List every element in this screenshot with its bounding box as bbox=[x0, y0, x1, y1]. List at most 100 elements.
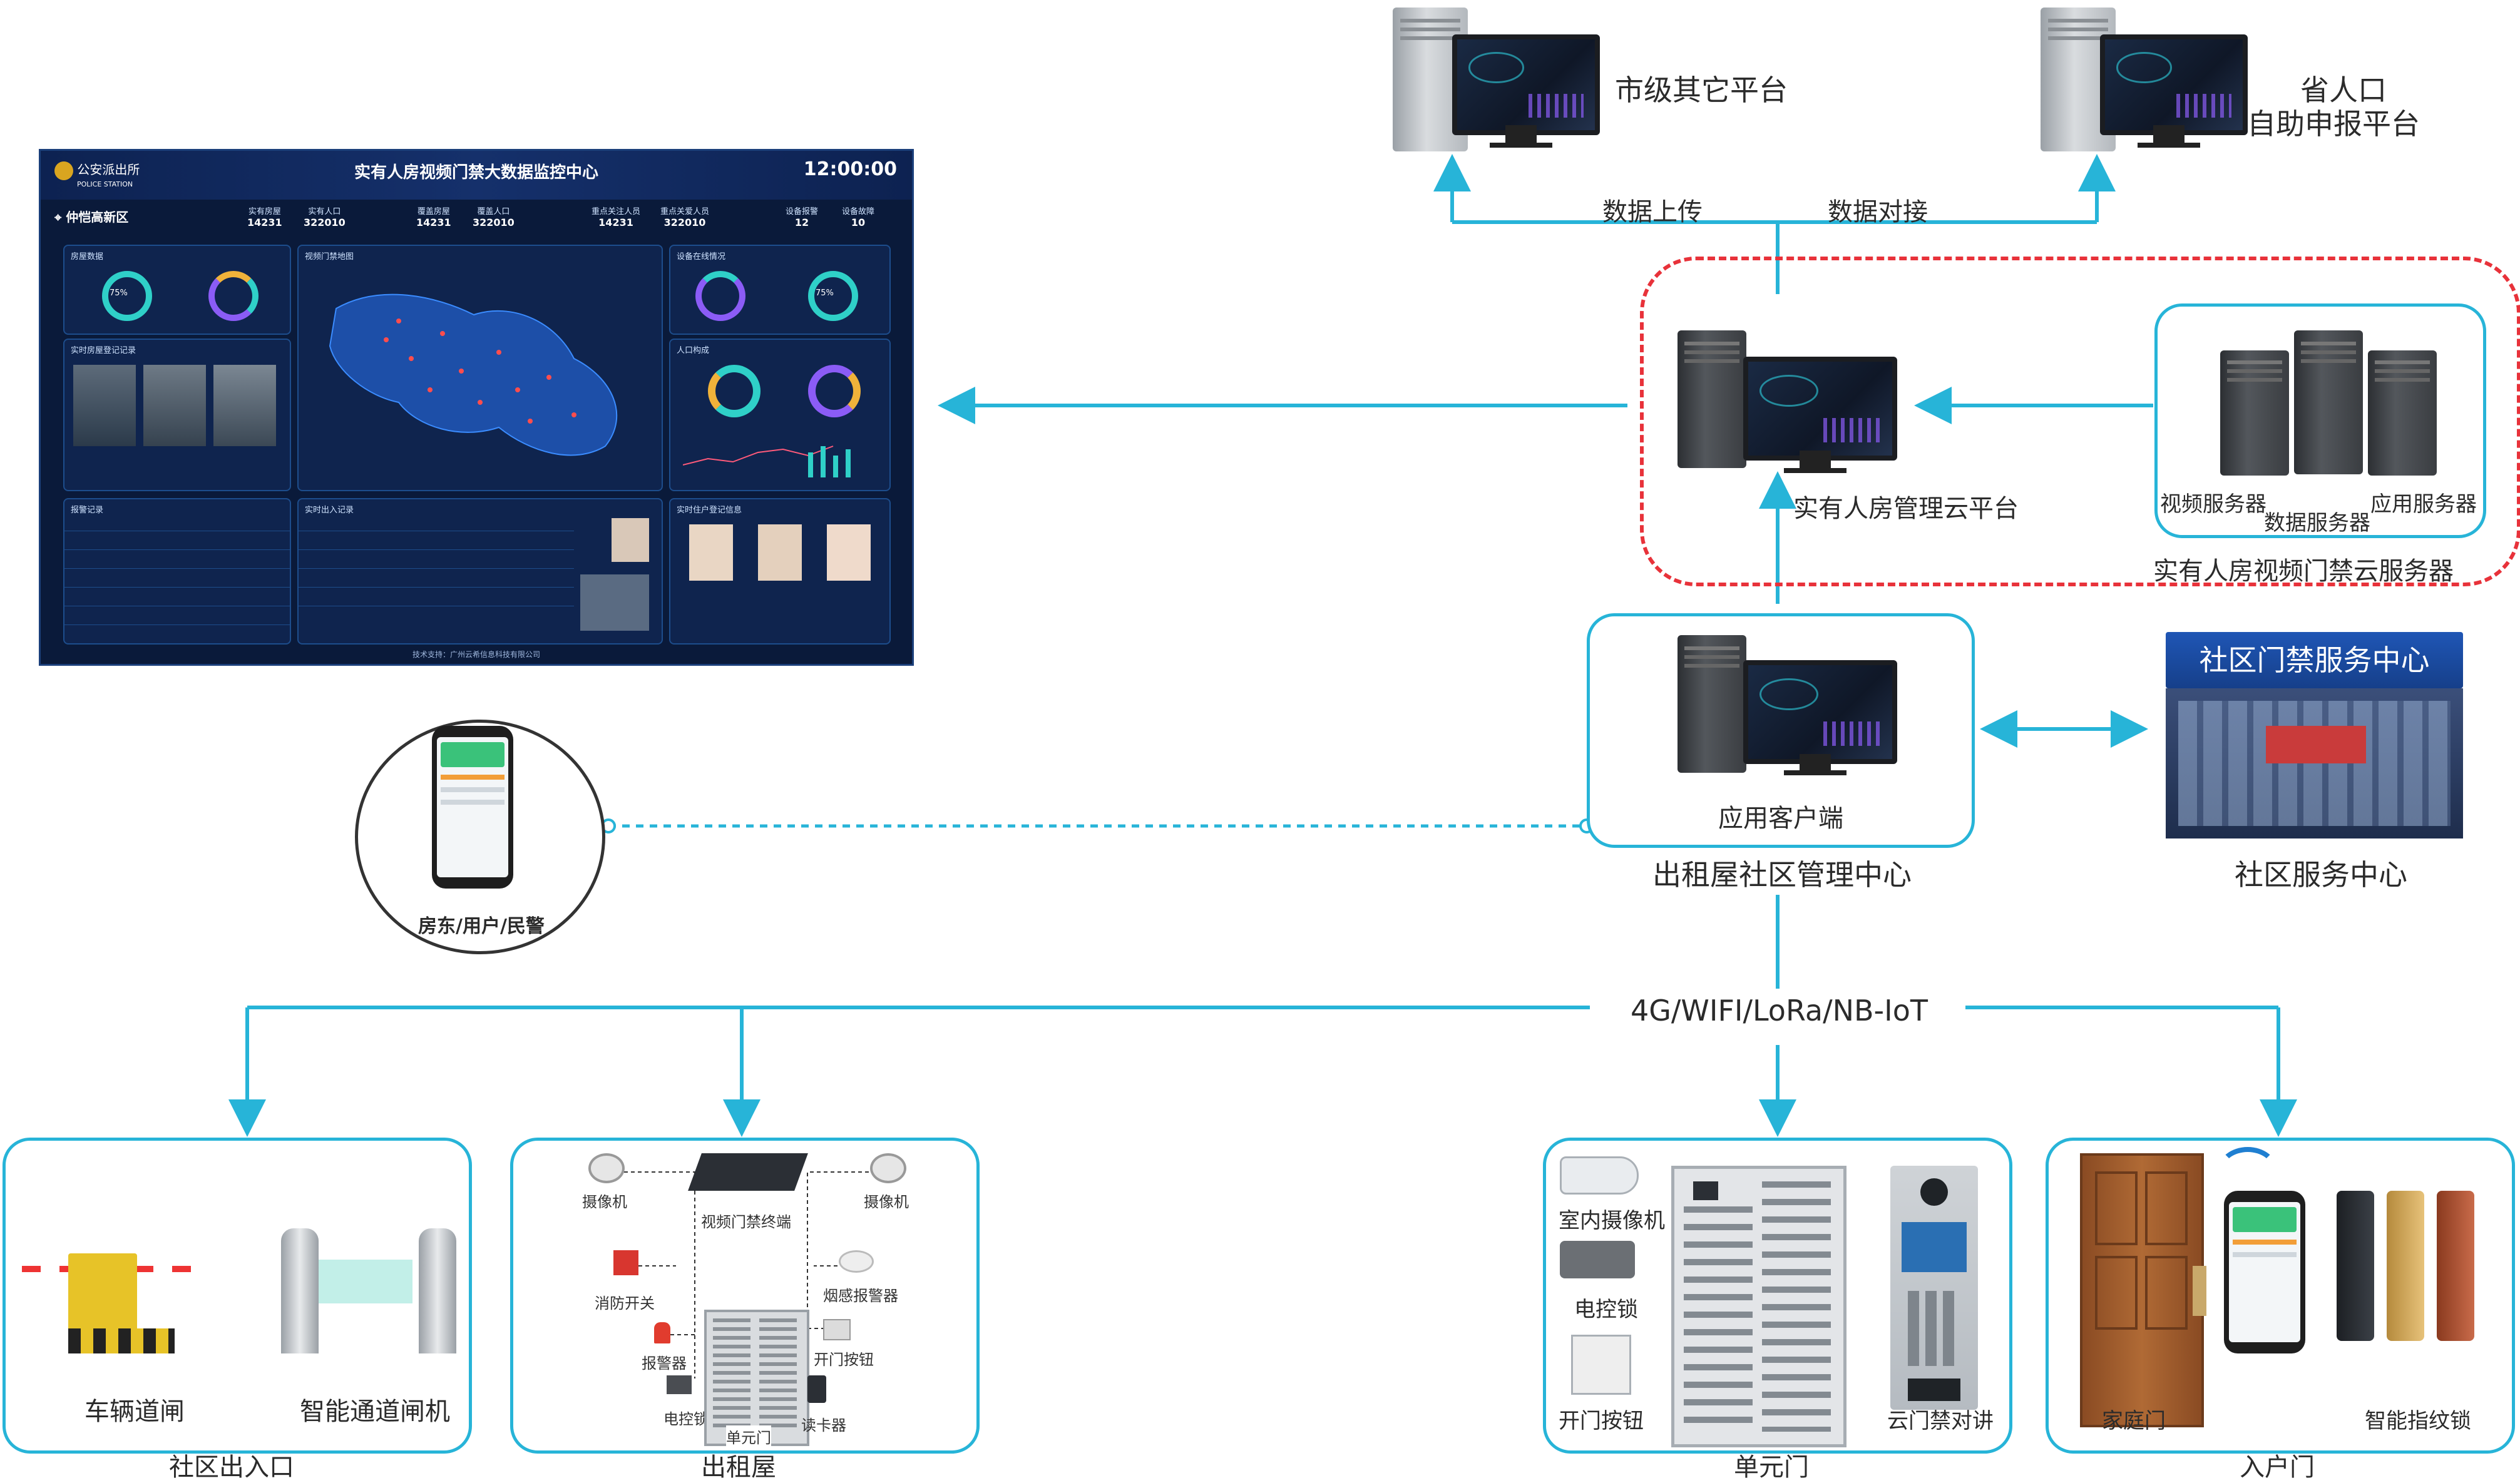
card-reader-icon bbox=[807, 1375, 826, 1403]
app-client-box: 应用客户端 bbox=[1587, 613, 1975, 848]
group-rental-house: 摄像机 视频门禁终端 摄像机 消防开关 烟感报警器 报警器 开门按钮 电控锁 单… bbox=[510, 1138, 980, 1454]
donut-chart bbox=[808, 365, 861, 417]
population-panel: 人口构成 bbox=[669, 339, 891, 491]
fire-switch-icon bbox=[613, 1250, 638, 1275]
unit-door-icon bbox=[704, 1310, 809, 1446]
dashboard-time: 12:00:00 bbox=[803, 158, 897, 180]
donut-chart bbox=[708, 365, 761, 417]
map-panel: 视频门禁地图 bbox=[297, 245, 663, 491]
housing-panel: 房屋数据 75% bbox=[63, 245, 291, 335]
data-server-label: 数据服务器 bbox=[2264, 511, 2370, 536]
exit-button-icon bbox=[823, 1319, 851, 1340]
indoor-camera-icon bbox=[1560, 1156, 1639, 1195]
province-platform-label-2: 自助申报平台 bbox=[2247, 107, 2420, 141]
service-hall-image bbox=[2166, 688, 2463, 838]
terminal-label: 视频门禁终端 bbox=[701, 1213, 791, 1231]
turnstile-icon bbox=[419, 1228, 456, 1353]
donut-chart bbox=[208, 271, 259, 321]
video-server-label: 视频服务器 bbox=[2160, 492, 2266, 517]
smoke-detector-label: 烟感报警器 bbox=[823, 1287, 898, 1305]
unit-door-label: 单元门 bbox=[726, 1425, 771, 1447]
electric-lock-icon bbox=[1560, 1241, 1635, 1278]
barrier-base-icon bbox=[68, 1328, 175, 1353]
camera-label: 摄像机 bbox=[864, 1193, 909, 1211]
camera-icon bbox=[588, 1153, 625, 1183]
donut-chart bbox=[808, 271, 858, 321]
turnstile-glass-icon bbox=[319, 1260, 412, 1303]
fingerprint-lock-icon bbox=[2337, 1191, 2374, 1341]
monitoring-dashboard: 公安派出所 POLICE STATION 实有人房视频门禁大数据监控中心 12:… bbox=[39, 149, 914, 666]
exit-button-label: 开门按钮 bbox=[1559, 1409, 1644, 1434]
dashboard-logo-text: 公安派出所 bbox=[77, 162, 140, 177]
turnstile-icon bbox=[281, 1228, 319, 1353]
management-center-label: 出租屋社区管理中心 bbox=[1652, 858, 1912, 892]
phone-icon bbox=[432, 726, 513, 889]
server-group-box: 视频服务器 数据服务器 应用服务器 bbox=[2154, 303, 2486, 538]
group-community-entrance-title: 社区出入口 bbox=[169, 1453, 294, 1482]
video-access-terminal-icon bbox=[688, 1153, 808, 1191]
building-photo bbox=[213, 365, 276, 446]
resident-photo bbox=[689, 524, 733, 581]
fingerprint-lock-label: 智能指纹锁 bbox=[2365, 1409, 2471, 1434]
line-chart bbox=[683, 446, 851, 477]
app-client-label: 应用客户端 bbox=[1718, 804, 1843, 833]
monitor-icon bbox=[1452, 34, 1600, 135]
fire-switch-label: 消防开关 bbox=[595, 1295, 655, 1312]
dashboard-title: 实有人房视频门禁大数据监控中心 bbox=[354, 163, 598, 182]
app-server-label: 应用服务器 bbox=[2370, 492, 2477, 517]
device-panel: 设备在线情况 75% bbox=[669, 245, 891, 335]
electric-lock-icon bbox=[667, 1375, 692, 1394]
police-badge-icon bbox=[54, 161, 73, 180]
camera-icon bbox=[870, 1153, 906, 1183]
indoor-camera-label: 室内摄像机 bbox=[1559, 1208, 1665, 1233]
cloud-platform-label: 实有人房管理云平台 bbox=[1793, 494, 2019, 523]
group-unit-door: 室内摄像机 电控锁 开门按钮 云门禁对讲 bbox=[1543, 1138, 2012, 1454]
dashboard-logo: 公安派出所 POLICE STATION bbox=[54, 160, 140, 188]
cloud-server-group-label: 实有人房视频门禁云服务器 bbox=[2153, 557, 2454, 586]
dashboard-logo-sub: POLICE STATION bbox=[77, 180, 133, 188]
cloud-region-border bbox=[1640, 257, 2520, 586]
group-rental-house-title: 出租屋 bbox=[701, 1453, 776, 1482]
location-pin-icon: ⌖ bbox=[54, 210, 62, 225]
monitor-icon bbox=[2100, 34, 2248, 135]
vehicle-barrier-label: 车辆道闸 bbox=[85, 1397, 185, 1426]
fingerprint-lock-icon bbox=[2437, 1191, 2474, 1341]
cloud-intercom-icon bbox=[1890, 1166, 1978, 1410]
turnstile-label: 智能通道闸机 bbox=[300, 1397, 450, 1426]
phone-icon bbox=[2224, 1191, 2305, 1353]
alarm-panel: 报警记录 bbox=[63, 498, 291, 645]
city-platform-label: 市级其它平台 bbox=[1615, 73, 1788, 107]
data-server-icon bbox=[2294, 330, 2363, 474]
district-map bbox=[329, 293, 618, 456]
cloud-intercom-label: 云门禁对讲 bbox=[1887, 1409, 1994, 1434]
electric-lock-label: 电控锁 bbox=[663, 1410, 709, 1428]
camera-snapshot bbox=[580, 574, 649, 631]
province-platform-label-1: 省人口 bbox=[2300, 73, 2387, 107]
building-photo bbox=[73, 365, 136, 446]
video-server-icon bbox=[2220, 350, 2289, 476]
electric-lock-label: 电控锁 bbox=[1574, 1297, 1638, 1322]
dashboard-footer: 技术支持：广州云希信息科技有限公司 bbox=[412, 650, 540, 659]
resident-photo bbox=[758, 524, 802, 581]
region-label: 仲恺高新区 bbox=[66, 210, 129, 225]
group-home-door: 家庭门 智能指纹锁 bbox=[2046, 1138, 2515, 1454]
dashboard-header bbox=[41, 151, 912, 200]
house-record-panel: 实时房屋登记记录 bbox=[63, 339, 291, 491]
resident-photo bbox=[827, 524, 871, 581]
exit-button-label: 开门按钮 bbox=[814, 1351, 874, 1368]
server-tower-icon bbox=[1677, 635, 1746, 773]
dock-label: 数据对接 bbox=[1828, 198, 1928, 227]
alarm-icon bbox=[654, 1322, 670, 1343]
card-reader-label: 读卡器 bbox=[801, 1417, 846, 1434]
wifi-icon bbox=[2218, 1147, 2278, 1195]
unit-door-icon bbox=[1671, 1166, 1846, 1447]
resident-panel: 实时住户登记信息 bbox=[669, 498, 891, 645]
donut-chart bbox=[102, 271, 152, 321]
network-label: 4G/WIFI/LoRa/NB-IoT bbox=[1631, 994, 1928, 1027]
